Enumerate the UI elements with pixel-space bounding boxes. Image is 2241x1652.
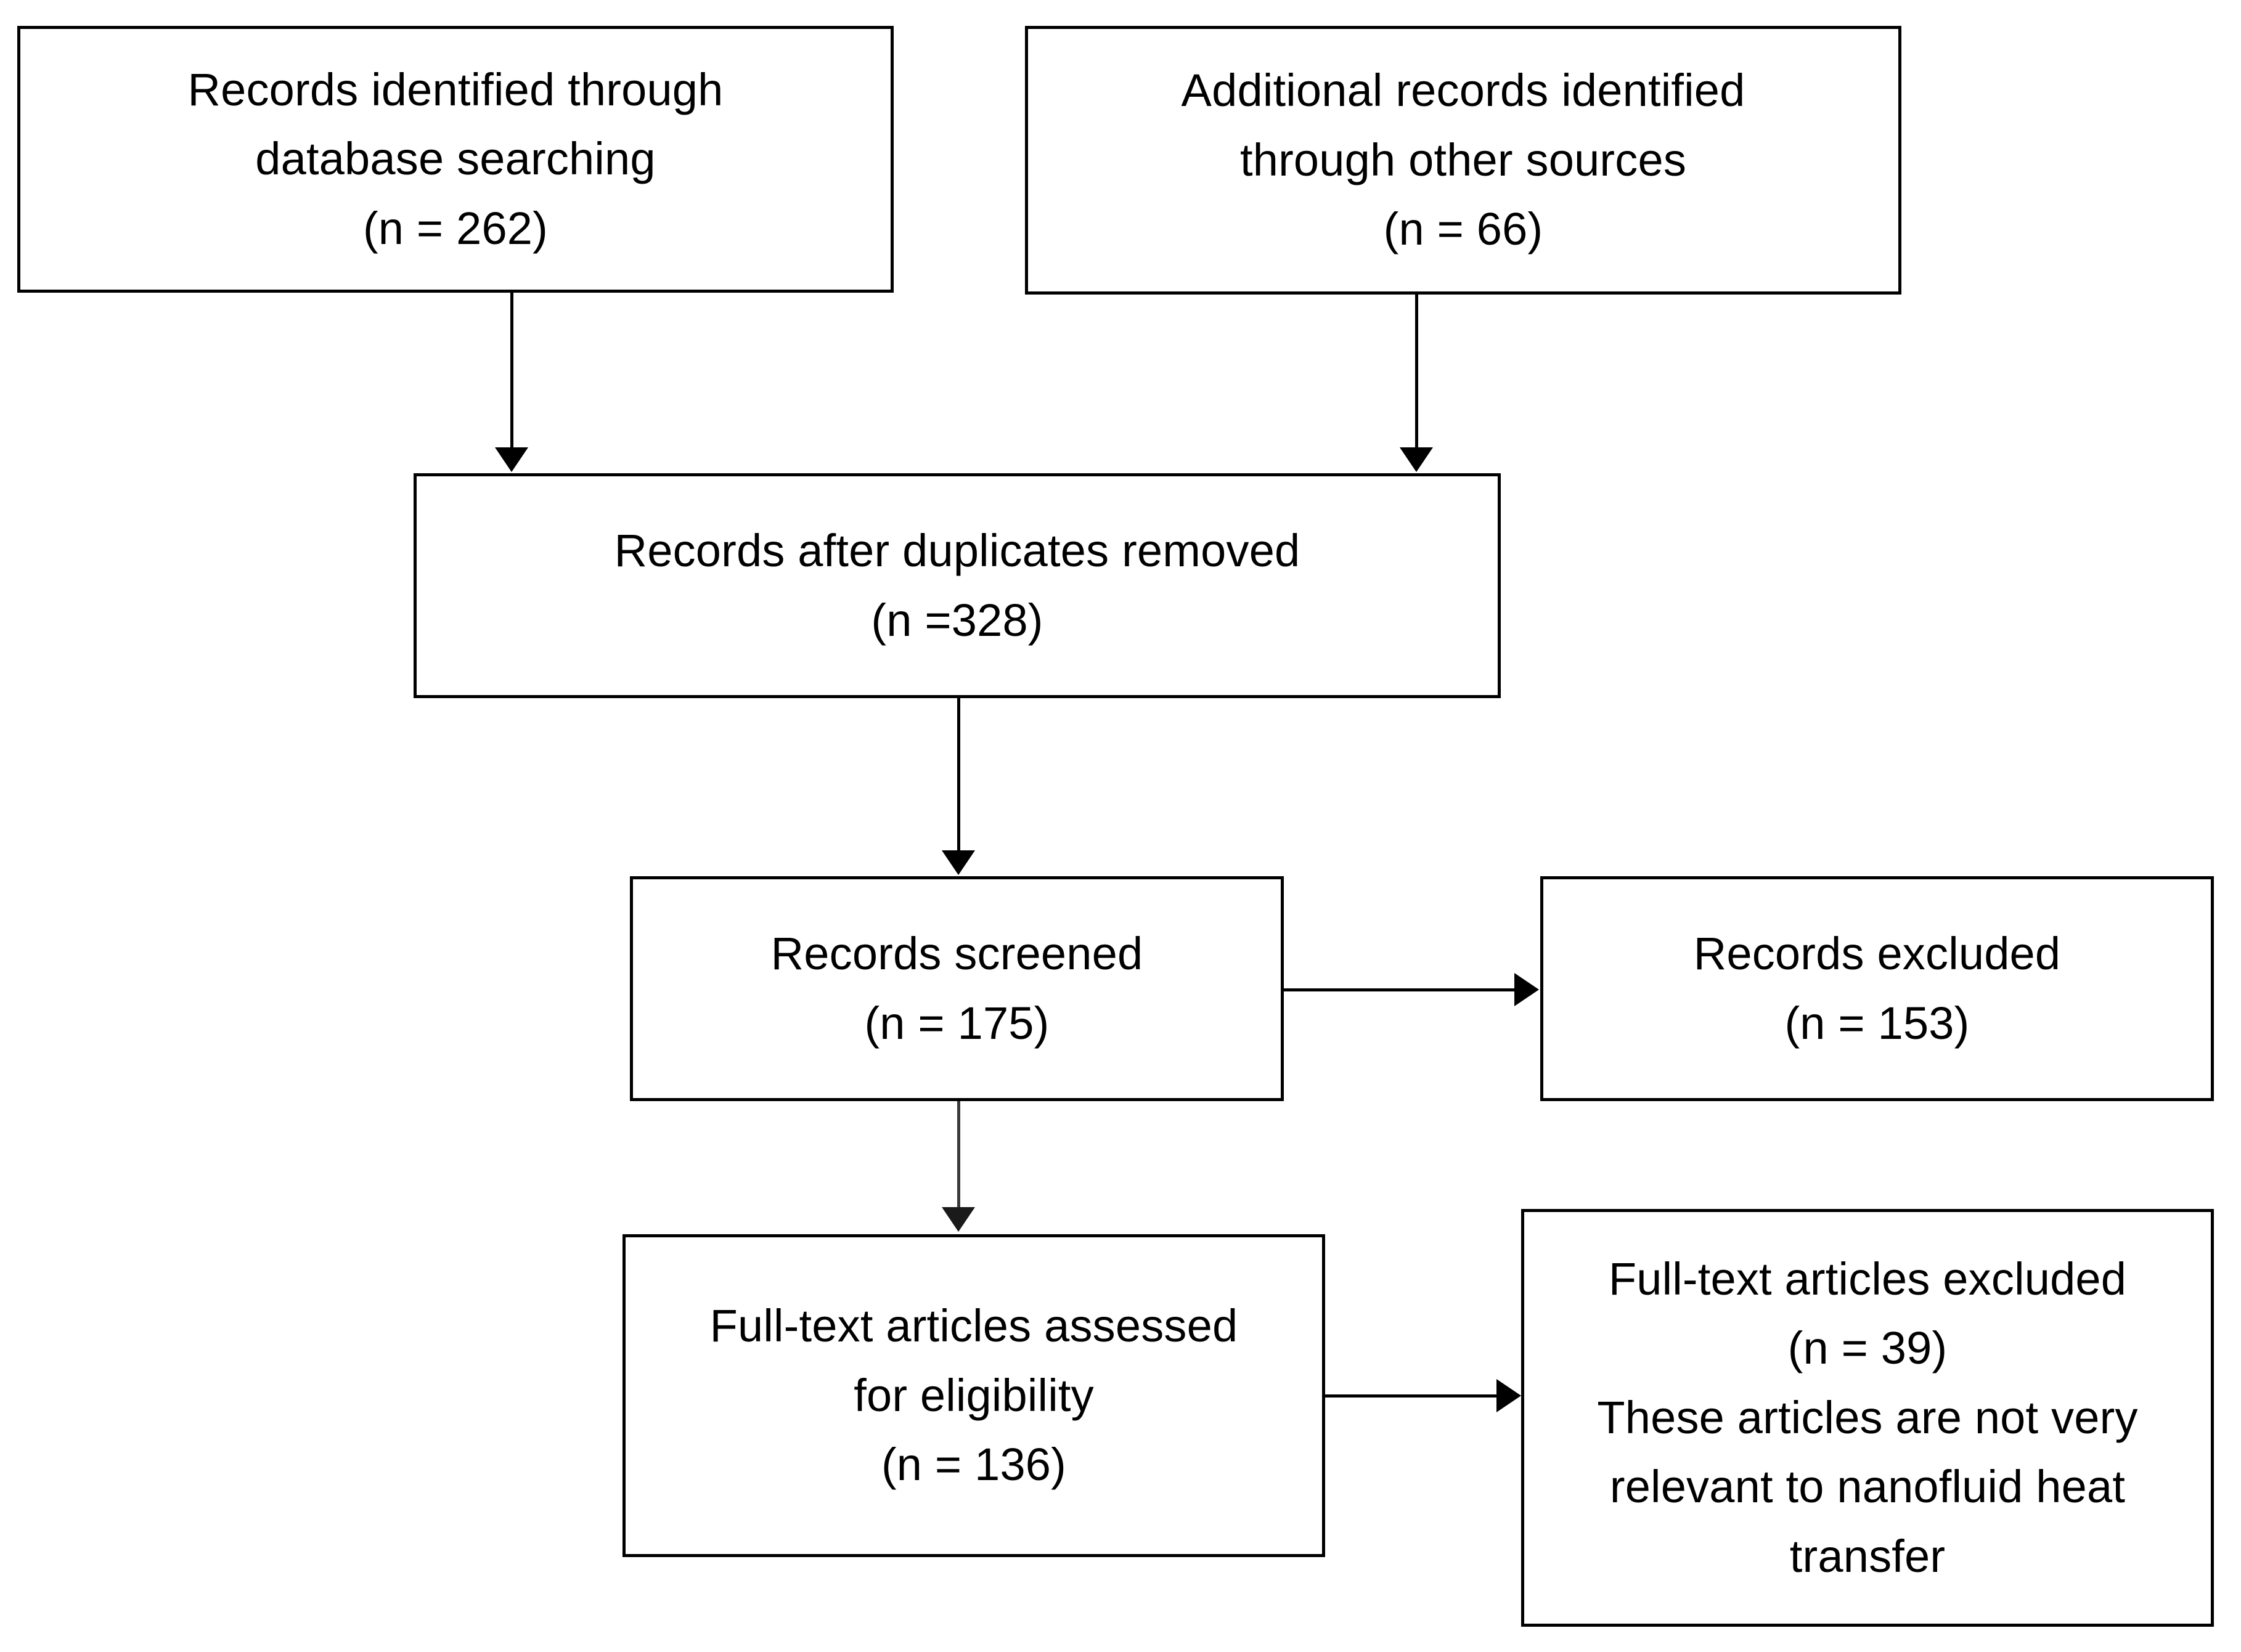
connector-line: [510, 293, 513, 449]
node-additional-records-other-sources: Additional records identified through ot…: [1025, 26, 1901, 295]
arrowhead-down-icon: [942, 850, 975, 875]
node-label: Records screened (n = 175): [770, 928, 1143, 1049]
connector-line: [957, 698, 960, 852]
arrowhead-right-icon: [1496, 1379, 1521, 1412]
node-label: Full-text articles excluded (n = 39) The…: [1597, 1253, 2138, 1582]
node-records-excluded: Records excluded (n = 153): [1540, 876, 2214, 1101]
node-full-text-articles-assessed: Full-text articles assessed for eligibil…: [622, 1234, 1325, 1557]
connector-line: [957, 1101, 960, 1208]
connector-line: [1284, 988, 1516, 991]
node-label: Additional records identified through ot…: [1181, 65, 1745, 255]
node-label: Records identified through database sear…: [187, 63, 724, 254]
node-label: Records excluded (n = 153): [1693, 928, 2061, 1049]
arrowhead-down-icon: [942, 1207, 975, 1232]
node-label: Full-text articles assessed for eligibil…: [709, 1300, 1238, 1491]
arrowhead-down-icon: [495, 447, 528, 472]
node-label: Records after duplicates removed (n =328…: [614, 525, 1300, 646]
node-records-screened: Records screened (n = 175): [630, 876, 1284, 1101]
node-records-after-duplicates-removed: Records after duplicates removed (n =328…: [414, 473, 1501, 698]
node-full-text-articles-excluded: Full-text articles excluded (n = 39) The…: [1521, 1209, 2214, 1627]
connector-line: [1415, 295, 1418, 449]
arrowhead-right-icon: [1514, 973, 1539, 1006]
node-records-identified-database-searching: Records identified through database sear…: [17, 26, 894, 293]
arrowhead-down-icon: [1400, 447, 1433, 472]
connector-line: [1325, 1394, 1498, 1398]
